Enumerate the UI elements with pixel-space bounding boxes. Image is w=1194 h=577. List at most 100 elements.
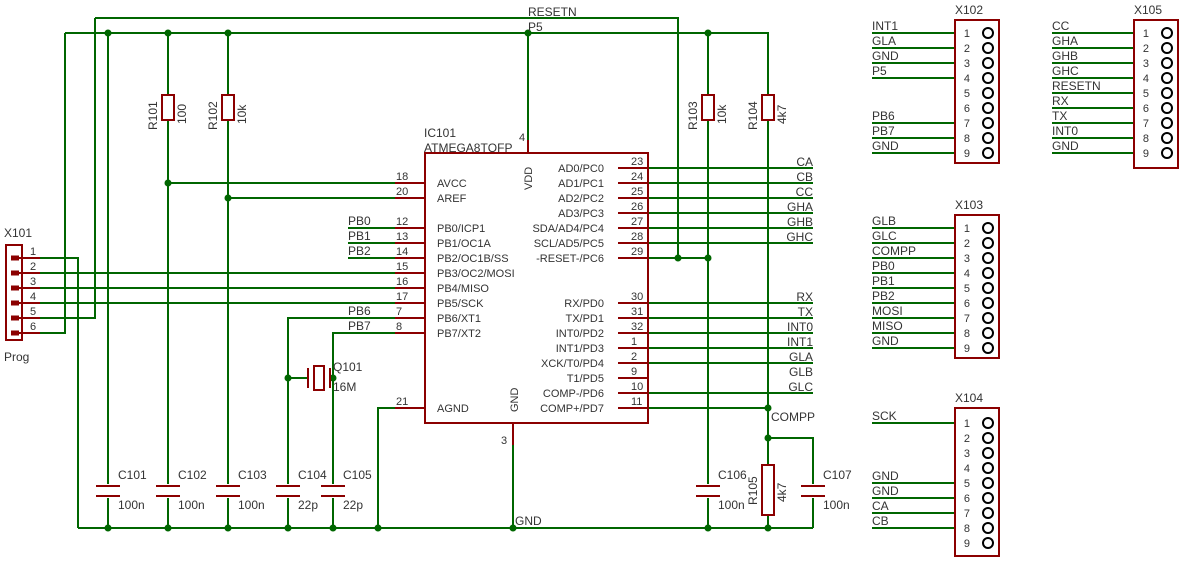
- ic-pin-name: AD3/PC3: [558, 208, 604, 220]
- header-pin-contact: [1161, 72, 1173, 84]
- net-label-gnd: GND: [515, 514, 542, 528]
- resistor-value: 10k: [235, 104, 249, 124]
- net-label-cc: CC: [796, 185, 814, 199]
- net-label-gha: GHA: [787, 200, 813, 214]
- header-pin-number: 5: [1143, 88, 1149, 100]
- capacitor-c106: C106 100n: [696, 468, 747, 512]
- ic-pin-number: 21: [396, 396, 408, 408]
- header-pin-label: COMPP: [872, 244, 916, 258]
- header-pin-number: 8: [964, 328, 970, 340]
- capacitor-value: 22p: [343, 498, 363, 512]
- header-pin-contact: [1161, 87, 1173, 99]
- header-pin-contact: [982, 222, 994, 234]
- header-pin-label: INT1: [872, 19, 898, 33]
- ic-pin-number: 30: [631, 291, 643, 303]
- header-pin-contact: [982, 522, 994, 534]
- ic-pin-number: 15: [396, 261, 408, 273]
- junction-dot: [104, 524, 112, 532]
- junction-dot: [284, 524, 292, 532]
- net-label-resetn: RESETN: [528, 5, 577, 19]
- net-label-pb6: PB6: [348, 304, 371, 318]
- header-pin-number: 8: [1143, 133, 1149, 145]
- ic-pin-name: -RESET-/PC6: [536, 253, 604, 265]
- header-pin-contact: [982, 252, 994, 264]
- net-label-p5: P5: [528, 20, 543, 34]
- ic-pin-name: XCK/T0/PD4: [541, 358, 604, 370]
- ic-pin-number: 26: [631, 201, 643, 213]
- net-label-pb1: PB1: [348, 229, 371, 243]
- header-pin-number: 6: [1143, 103, 1149, 115]
- header-pin-number: 5: [30, 306, 36, 318]
- header-pin-label: GLB: [872, 214, 896, 228]
- ic-gnd-pin-number: 3: [501, 435, 507, 447]
- header-pin-contact: [1161, 102, 1173, 114]
- header-pin-contact: [982, 537, 994, 549]
- ic-pin-name: PB1/OC1A: [437, 238, 491, 250]
- capacitor-plates: [801, 485, 825, 497]
- microcontroller-ic101: IC101 ATMEGA8TQFP 4 VDD 3 GND 18AVCC20AR…: [395, 126, 649, 447]
- ic-pin-name: TX/PD1: [565, 313, 604, 325]
- ic-pin-name: SDA/AD4/PC4: [532, 223, 604, 235]
- header-name: X103: [955, 198, 983, 212]
- ic-pin-number: 10: [631, 381, 643, 393]
- header-pin-number: 9: [964, 148, 970, 160]
- ic-pin-number: 27: [631, 216, 643, 228]
- header-pin-label: GND: [872, 484, 899, 498]
- header-pin-label: CA: [872, 499, 889, 513]
- header-pin-contact: [982, 327, 994, 339]
- header-pin-number: 1: [964, 28, 970, 40]
- header-pin-label: GND: [872, 49, 899, 63]
- header-pin-label: PB6: [872, 109, 895, 123]
- junction-dot: [764, 404, 772, 412]
- header-pin-contact: [982, 432, 994, 444]
- capacitor-name: C104: [298, 468, 327, 482]
- header-pin-label: GND: [872, 334, 899, 348]
- ic-pin-name: PB3/OC2/MOSI: [437, 268, 515, 280]
- header-pin-contact: [982, 507, 994, 519]
- capacitor-c104: C104 22p: [276, 468, 327, 512]
- header-pin-number: 5: [964, 478, 970, 490]
- header-pin-label: CB: [872, 514, 889, 528]
- header-pin-contact: [982, 417, 994, 429]
- resistor-r101: R101 100: [146, 94, 189, 130]
- ic-pin-name: AVCC: [437, 178, 467, 190]
- crystal-value: 16M: [333, 380, 356, 394]
- header-pin-label: RX: [1052, 94, 1069, 108]
- header-pin-contact: [982, 447, 994, 459]
- ic-vdd-label: VDD: [523, 167, 535, 190]
- capacitor-value: 22p: [298, 498, 318, 512]
- net-label-ghc: GHC: [786, 230, 813, 244]
- net-label-gla: GLA: [789, 350, 813, 364]
- header-pin-contact: [982, 132, 994, 144]
- ic-pin-name: T1/PD5: [567, 373, 604, 385]
- resistor-r104: R104 4k7: [746, 94, 789, 130]
- junction-dot: [164, 29, 172, 37]
- header-pin-contact: [982, 342, 994, 354]
- net-label-glb: GLB: [789, 365, 813, 379]
- capacitor-plates: [276, 485, 300, 497]
- capacitor-plates: [156, 485, 180, 497]
- header-pin-label: MOSI: [872, 304, 903, 318]
- header-pin-label: PB0: [872, 259, 895, 273]
- junction-dot: [524, 29, 532, 37]
- capacitor-c103: C103 100n: [216, 468, 267, 512]
- header-pin-contact: [982, 477, 994, 489]
- capacitor-c101: C101 100n: [96, 468, 147, 512]
- ic-right-pins: 23AD0/PC024AD1/PC125AD2/PC226AD3/PC327SD…: [532, 156, 648, 415]
- capacitor-plates: [216, 485, 240, 497]
- header-pin-label: GND: [872, 469, 899, 483]
- header-pin-number: 8: [964, 523, 970, 535]
- header-pin-label: TX: [1052, 109, 1067, 123]
- net-label-int0: INT0: [787, 320, 813, 334]
- junction-dot: [224, 524, 232, 532]
- header-name: X105: [1134, 3, 1162, 17]
- header-pin-number: 4: [964, 73, 970, 85]
- header-pin-label: GLA: [872, 34, 896, 48]
- header-pin-contact: [11, 255, 19, 261]
- ic-gnd-label: GND: [509, 388, 521, 413]
- capacitor-name: C105: [343, 468, 372, 482]
- net-labels: RESETN P5 GND COMPP PB0 PB1 PB2 PB6 PB7 …: [348, 5, 815, 528]
